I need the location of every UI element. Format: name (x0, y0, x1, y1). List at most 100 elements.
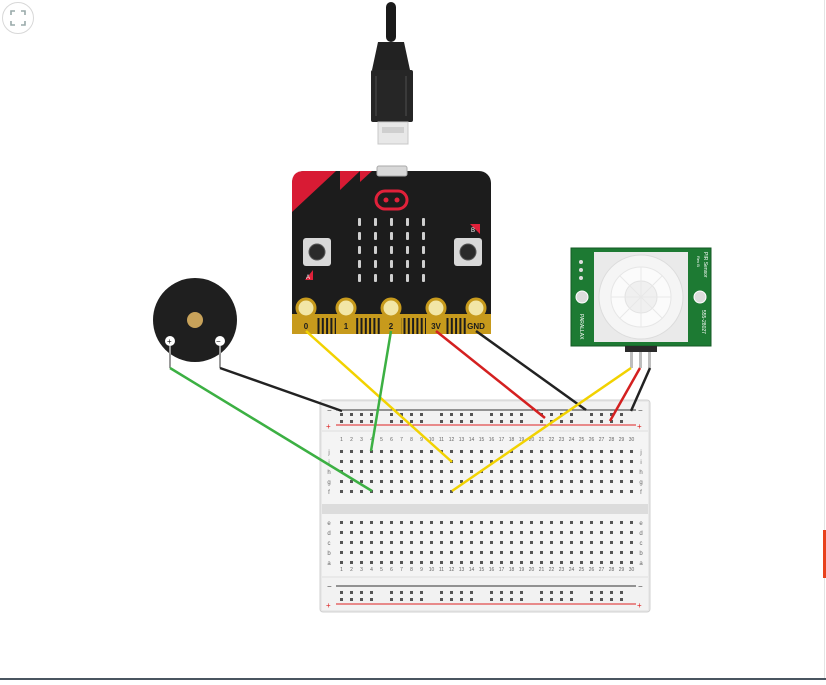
tie-hole[interactable] (360, 531, 363, 534)
tie-hole[interactable] (580, 521, 583, 524)
tie-hole[interactable] (480, 541, 483, 544)
tie-hole[interactable] (550, 460, 553, 463)
pir-ground-wire[interactable] (629, 367, 652, 412)
tie-hole[interactable] (540, 450, 543, 453)
rail-hole[interactable] (560, 591, 563, 594)
tie-hole[interactable] (450, 551, 453, 554)
tie-hole[interactable] (490, 450, 493, 453)
rail-hole[interactable] (520, 598, 523, 601)
tie-hole[interactable] (600, 490, 603, 493)
tie-hole[interactable] (410, 450, 413, 453)
tie-hole[interactable] (520, 561, 523, 564)
tie-hole[interactable] (350, 470, 353, 473)
tie-hole[interactable] (630, 490, 633, 493)
tie-hole[interactable] (580, 470, 583, 473)
tie-hole[interactable] (520, 450, 523, 453)
pir-sensor[interactable]: PARALLAX 555-28027 PIR Sensor Rev B (570, 247, 712, 368)
tie-hole[interactable] (500, 561, 503, 564)
rail-hole[interactable] (400, 413, 403, 416)
tie-hole[interactable] (490, 490, 493, 493)
tie-hole[interactable] (580, 460, 583, 463)
tie-hole[interactable] (350, 490, 353, 493)
tie-hole[interactable] (520, 551, 523, 554)
rail-hole[interactable] (360, 413, 363, 416)
tie-hole[interactable] (440, 541, 443, 544)
tie-hole[interactable] (420, 480, 423, 483)
tie-hole[interactable] (390, 470, 393, 473)
rail-hole[interactable] (600, 598, 603, 601)
tie-hole[interactable] (430, 531, 433, 534)
rail-hole[interactable] (460, 598, 463, 601)
tie-hole[interactable] (390, 541, 393, 544)
rail-hole[interactable] (560, 598, 563, 601)
tie-hole[interactable] (500, 480, 503, 483)
tie-hole[interactable] (540, 531, 543, 534)
tie-hole[interactable] (630, 480, 633, 483)
tie-hole[interactable] (430, 480, 433, 483)
rail-hole[interactable] (550, 598, 553, 601)
tie-hole[interactable] (470, 470, 473, 473)
tie-hole[interactable] (340, 490, 343, 493)
pin2-wire[interactable] (369, 330, 393, 452)
rail-hole[interactable] (490, 598, 493, 601)
rail-hole[interactable] (440, 591, 443, 594)
tie-hole[interactable] (470, 450, 473, 453)
rail-hole[interactable] (620, 598, 623, 601)
rail-hole[interactable] (450, 591, 453, 594)
tie-hole[interactable] (490, 470, 493, 473)
tie-hole[interactable] (350, 521, 353, 524)
tie-hole[interactable] (510, 541, 513, 544)
tie-hole[interactable] (500, 450, 503, 453)
tie-hole[interactable] (550, 531, 553, 534)
tie-hole[interactable] (400, 480, 403, 483)
rail-hole[interactable] (410, 420, 413, 423)
tie-hole[interactable] (410, 541, 413, 544)
tie-hole[interactable] (470, 561, 473, 564)
rail-hole[interactable] (340, 420, 343, 423)
tie-hole[interactable] (500, 490, 503, 493)
tie-hole[interactable] (370, 561, 373, 564)
rail-hole[interactable] (540, 598, 543, 601)
tie-hole[interactable] (390, 460, 393, 463)
tie-hole[interactable] (440, 521, 443, 524)
tie-hole[interactable] (440, 470, 443, 473)
tie-hole[interactable] (490, 460, 493, 463)
breadboard[interactable]: − + − + − + − + 112233445566778899101011… (319, 399, 651, 613)
tie-hole[interactable] (630, 470, 633, 473)
tie-hole[interactable] (550, 490, 553, 493)
tie-hole[interactable] (590, 460, 593, 463)
tie-hole[interactable] (450, 480, 453, 483)
tie-hole[interactable] (570, 561, 573, 564)
tie-hole[interactable] (360, 460, 363, 463)
rail-hole[interactable] (470, 591, 473, 594)
tie-hole[interactable] (540, 470, 543, 473)
tie-hole[interactable] (510, 480, 513, 483)
tie-hole[interactable] (340, 561, 343, 564)
tie-hole[interactable] (410, 521, 413, 524)
tie-hole[interactable] (340, 521, 343, 524)
tie-hole[interactable] (360, 551, 363, 554)
tie-hole[interactable] (590, 531, 593, 534)
tie-hole[interactable] (430, 450, 433, 453)
tie-hole[interactable] (470, 521, 473, 524)
bottom-power-rail[interactable] (322, 578, 648, 610)
tie-hole[interactable] (450, 521, 453, 524)
tie-hole[interactable] (380, 490, 383, 493)
tie-hole[interactable] (530, 551, 533, 554)
tie-hole[interactable] (530, 470, 533, 473)
tie-hole[interactable] (600, 521, 603, 524)
tie-hole[interactable] (520, 480, 523, 483)
rail-hole[interactable] (490, 413, 493, 416)
rail-hole[interactable] (360, 591, 363, 594)
tie-hole[interactable] (620, 521, 623, 524)
piezo-buzzer[interactable]: + − (153, 278, 237, 368)
tie-hole[interactable] (620, 551, 623, 554)
tie-hole[interactable] (420, 551, 423, 554)
tie-hole[interactable] (400, 521, 403, 524)
rail-hole[interactable] (460, 591, 463, 594)
tie-hole[interactable] (420, 541, 423, 544)
tie-hole[interactable] (550, 450, 553, 453)
tie-hole[interactable] (430, 490, 433, 493)
tie-hole[interactable] (550, 541, 553, 544)
tie-hole[interactable] (560, 470, 563, 473)
